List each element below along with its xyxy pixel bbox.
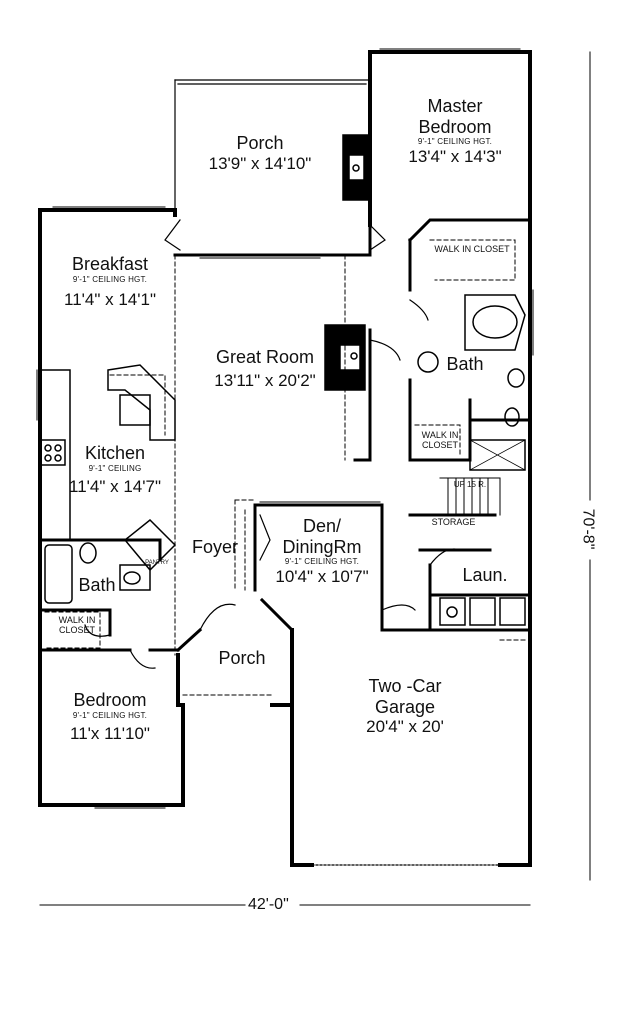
porch-rear-label: Porch 13'9" x 14'10" bbox=[200, 133, 320, 173]
breakfast-name: Breakfast bbox=[71, 254, 149, 274]
breakfast-label: Breakfast 9'-1" CEILING HGT. 11'4" x 14'… bbox=[50, 254, 170, 309]
dimension-lines bbox=[39, 51, 591, 906]
walk-in-closet-mid-line1: WALK IN bbox=[421, 430, 459, 440]
width-dimension: 42'-0" bbox=[248, 896, 289, 913]
master-size: 13'4" x 14'3" bbox=[408, 146, 502, 166]
stairs bbox=[439, 477, 501, 516]
kitchen-label: Kitchen 9'-1" CEILING 11'4" x 14'7" bbox=[55, 443, 175, 496]
bedroom-ceiling: 9'-1" CEILING HGT. bbox=[72, 710, 148, 720]
walk-in-closet-master-label: WALK IN CLOSET bbox=[434, 244, 510, 254]
great-room-name: Great Room bbox=[215, 347, 315, 367]
great-room-size: 13'11" x 20'2" bbox=[214, 370, 316, 390]
bath-left-label: Bath bbox=[78, 575, 116, 595]
den-dining-label: Den/ DiningRm 9'-1" CEILING HGT. 10'4" x… bbox=[262, 516, 382, 586]
walk-in-closet-bed-line1: WALK IN bbox=[58, 615, 96, 625]
bedroom-label: Bedroom 9'-1" CEILING HGT. 11'x 11'10" bbox=[50, 690, 170, 743]
kitchen-size: 11'4" x 14'7" bbox=[69, 476, 161, 496]
garage-label: Two -Car Garage 20'4" x 20' bbox=[345, 676, 465, 737]
garage-size: 20'4" x 20' bbox=[366, 717, 444, 737]
depth-dimension: 70'-8" bbox=[579, 508, 597, 550]
laundry-label: Laun. bbox=[462, 565, 508, 585]
foyer-label: Foyer bbox=[191, 537, 238, 557]
den-ceiling: 9'-1" CEILING HGT. bbox=[284, 557, 360, 567]
walk-in-closet-bed-label: WALK IN CLOSET bbox=[52, 615, 102, 636]
kitchen-counters bbox=[39, 364, 176, 541]
exterior-walls bbox=[38, 50, 532, 867]
garage-name-line2: Garage bbox=[374, 696, 436, 717]
door-swings bbox=[84, 219, 461, 669]
walk-in-closet-mid-label: WALK IN CLOSET bbox=[415, 430, 465, 451]
stairs-label: UP 15 R. bbox=[453, 480, 487, 489]
kitchen-ceiling: 9'-1" CEILING bbox=[88, 463, 142, 473]
master-ceiling: 9'-1" CEILING HGT. bbox=[417, 137, 493, 147]
windows bbox=[36, 48, 534, 809]
pantry-label: PANTRY bbox=[145, 560, 169, 566]
master-bedroom-label: Master Bedroom 9'-1" CEILING HGT. 13'4" … bbox=[395, 96, 515, 166]
garage-name-line1: Two -Car bbox=[368, 676, 442, 696]
porch-rear-name: Porch bbox=[236, 133, 284, 153]
walk-in-closet-bed-line2: CLOSET bbox=[58, 625, 95, 636]
porch-front-label: Porch bbox=[218, 648, 266, 668]
bedroom-name: Bedroom bbox=[73, 690, 147, 710]
bath-fixtures bbox=[44, 294, 526, 604]
bath-master-label: Bath bbox=[446, 354, 484, 374]
master-name-line2: Bedroom bbox=[418, 116, 492, 137]
storage-label: STORAGE bbox=[431, 517, 476, 527]
breakfast-size: 11'4" x 14'1" bbox=[64, 289, 156, 309]
den-name-line1: Den/ bbox=[302, 516, 342, 536]
walk-in-closet-mid-line2: CLOSET bbox=[421, 440, 458, 451]
porch-rear-size: 13'9" x 14'10" bbox=[208, 153, 312, 173]
laundry-appliances bbox=[439, 597, 526, 626]
breakfast-ceiling: 9'-1" CEILING HGT. bbox=[72, 274, 148, 284]
den-name-line2: DiningRm bbox=[282, 536, 362, 557]
rear-porch-outline bbox=[174, 79, 371, 211]
bedroom-size: 11'x 11'10" bbox=[70, 723, 150, 743]
great-room-label: Great Room 13'11" x 20'2" bbox=[195, 347, 335, 390]
pantry bbox=[123, 518, 177, 572]
master-name-line1: Master bbox=[427, 96, 483, 116]
den-size: 10'4" x 10'7" bbox=[275, 566, 369, 586]
kitchen-name: Kitchen bbox=[84, 443, 146, 463]
dashed-lines bbox=[44, 239, 526, 696]
